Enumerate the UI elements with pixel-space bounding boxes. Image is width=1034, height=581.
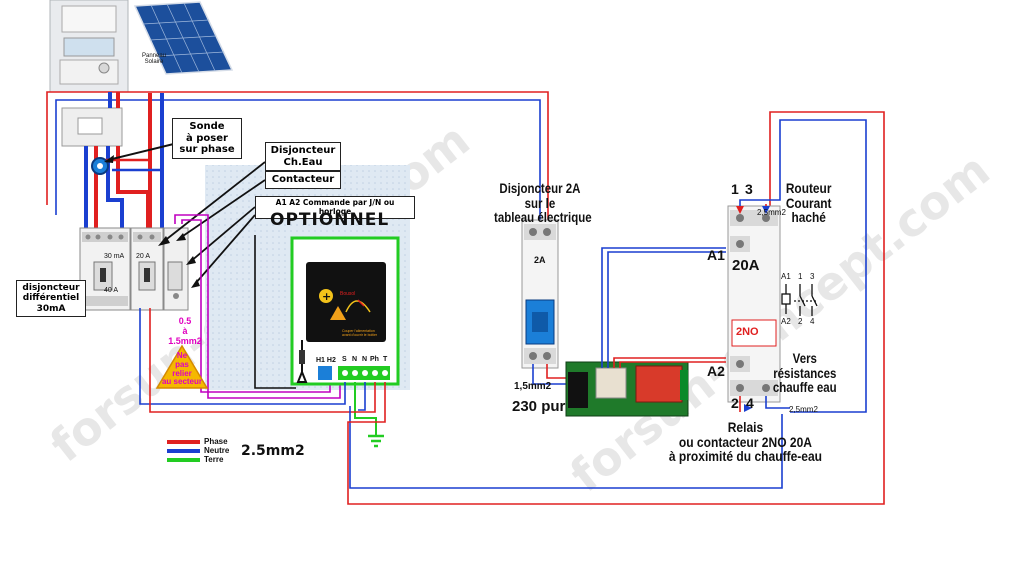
contactor-terminal-2: 2 [731, 395, 739, 411]
optional-title: OPTIONNEL [270, 210, 390, 230]
breaker-2a-title: Disjoncteur 2A sur le tableau électrique [494, 180, 592, 226]
contactor-a1: A1 [707, 247, 725, 263]
schematic-3: 3 [810, 272, 815, 281]
router-brand: Bousol [340, 291, 356, 297]
schematic-a2: A2 [781, 317, 791, 326]
router-warning: Couper l'alimentation avant d'ouvrir le … [342, 329, 378, 337]
breaker-2a-supply: 230 pur [512, 398, 566, 415]
contactor-terminal-3: 3 [745, 181, 753, 197]
breaker-2a-rating: 2A [534, 255, 546, 265]
relay-board [565, 361, 689, 417]
contactor-rating: 20A [732, 257, 760, 274]
contactor-a2: A2 [707, 363, 725, 379]
router-terminal-t: T [383, 356, 388, 363]
breaker-2a-wire-note: 1,5mm2 [514, 381, 552, 392]
solar-panel-label: Panneau Solaire [141, 53, 167, 66]
diff-breaker-rating-a: 40 A [104, 287, 119, 294]
breaker-2a-device [521, 219, 559, 369]
router-device: + [290, 236, 400, 386]
main-breaker [61, 107, 123, 147]
ground-icon [368, 434, 384, 448]
load-label: Vers résistances chauffe eau [772, 350, 837, 396]
callout-disjoncteur-ch-eau: Disjoncteur Ch.Eau [265, 142, 341, 171]
contactor-wire-bottom: 2,5mm2 [789, 405, 818, 414]
contactor-schematic [781, 284, 818, 316]
contactor-wire-top: 2,5mm2 [757, 208, 786, 217]
schematic-4: 4 [810, 317, 815, 326]
diff-breaker-label: disjoncteur différentiel 30mA [16, 280, 86, 318]
router-label: Routeur Courant haché [785, 180, 832, 226]
callout-contacteur: Contacteur [265, 171, 341, 189]
router-terminal-s: S [342, 356, 347, 363]
contactor-terminal-1: 1 [731, 181, 739, 197]
legend-neutre: Neutre [204, 446, 230, 455]
router-terminal-n1: N [352, 356, 358, 363]
small-breaker-20a [130, 227, 164, 311]
svg-text:+: + [322, 290, 331, 303]
router-terminal-ph: Ph [370, 356, 379, 363]
warning-text: Ne pas relier au secteur [161, 351, 203, 387]
sensor-label: Sonde à poser sur phase [172, 118, 242, 159]
solar-panel-icon [133, 1, 234, 75]
electric-meter [49, 0, 129, 93]
contactor-type: 2NO [736, 326, 759, 338]
relay-label: Relais ou contacteur 2NO 20A à proximité… [668, 419, 823, 465]
legend-section: 2.5mm2 [241, 443, 305, 459]
wire-section-label: 0.5 à 1.5mm2 [168, 316, 202, 346]
schematic-1: 1 [798, 272, 803, 281]
warning-icon [155, 344, 209, 389]
contactor-terminal-4: 4 [746, 395, 754, 411]
schematic-a1: A1 [781, 272, 791, 281]
router-terminal-n2: N [362, 356, 368, 363]
contactor-20a-device [727, 205, 781, 403]
diff-breaker-rating-ma: 30 mA [104, 253, 125, 260]
legend-phase: Phase [204, 437, 228, 446]
small-breaker-rating: 20 A [136, 253, 151, 260]
legend-terre: Terre [204, 455, 224, 464]
callout-commande: A1 A2 Commande par J/N ou horloge [255, 196, 415, 220]
current-sensor-icon [91, 157, 109, 175]
differential-breaker [79, 227, 131, 311]
router-terminal-h1h2: H1 H2 [316, 357, 336, 364]
schematic-2: 2 [798, 317, 803, 326]
